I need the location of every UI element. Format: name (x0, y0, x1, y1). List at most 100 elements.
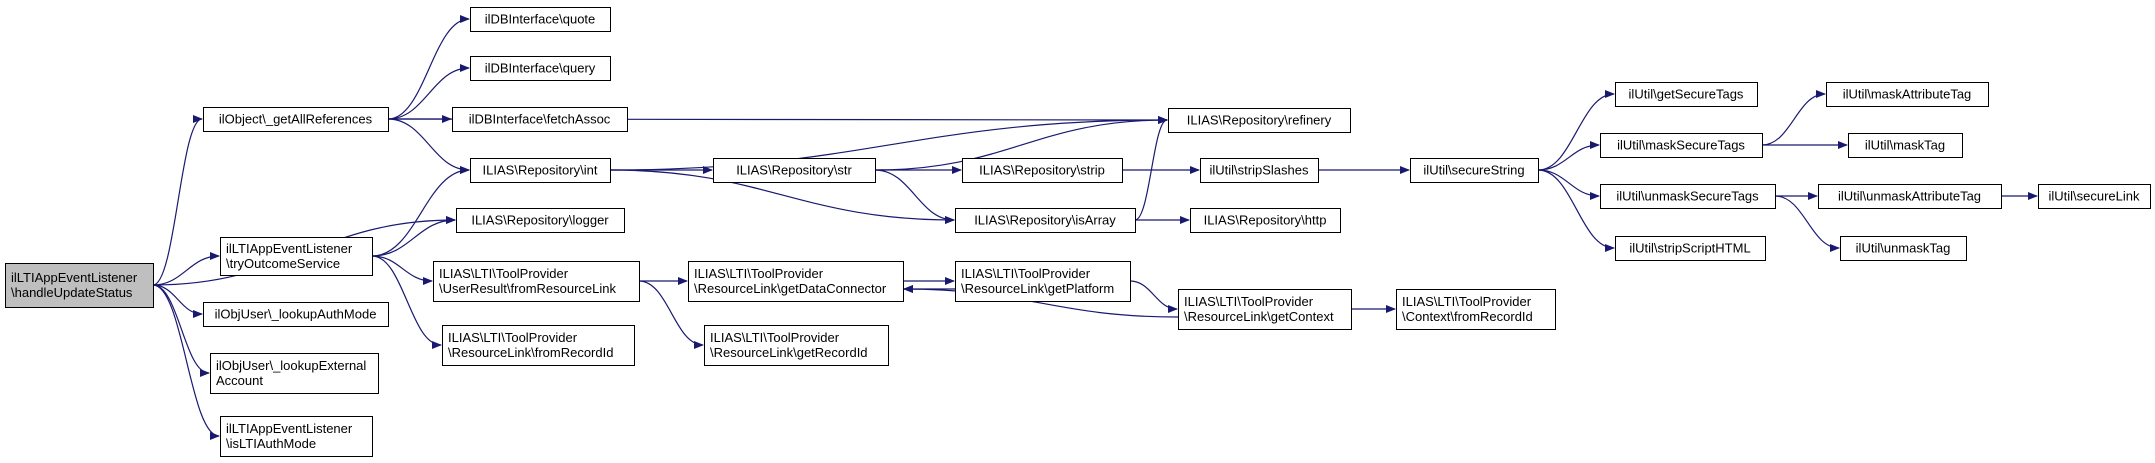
node-box (1818, 184, 2002, 209)
node-box (203, 302, 389, 327)
node-label: \tryOutcomeService (226, 256, 340, 271)
edge (387, 15, 470, 120)
node-label: ilUtil\stripScriptHTML (1629, 241, 1750, 256)
edge (874, 169, 955, 224)
node-label: ILIAS\Repository\str (736, 163, 852, 178)
node-repo-str[interactable]: ILIAS\Repository\str (713, 158, 876, 183)
node-rl-record-id[interactable]: ILIAS\LTI\ToolProvider\ResourceLink\getR… (704, 325, 889, 366)
node-repo-logger[interactable]: ILIAS\Repository\logger (456, 208, 625, 233)
node-lookup-auth-mode[interactable]: ilObjUser\_lookupAuthMode (203, 302, 389, 327)
node-box (442, 325, 635, 366)
edge (371, 255, 433, 285)
node-box (210, 353, 379, 394)
node-repo-refinery[interactable]: ILIAS\Repository\refinery (1168, 108, 1351, 133)
node-label: ilUtil\unmaskTag (1856, 241, 1951, 256)
node-repo-int[interactable]: ILIAS\Repository\int (470, 158, 611, 183)
edge (152, 284, 220, 440)
node-util-get-secure-tags[interactable]: ilUtil\getSecureTags (1615, 82, 1758, 107)
node-label: \Context\fromRecordId (1402, 309, 1533, 324)
node-repo-is-array[interactable]: ILIAS\Repository\isArray (955, 208, 1136, 233)
node-box (962, 158, 1123, 183)
node-rl-context[interactable]: ILIAS\LTI\ToolProvider\ResourceLink\getC… (1178, 289, 1352, 330)
node-box (955, 208, 1136, 233)
edge (1134, 116, 1168, 221)
node-is-ltiauth-mode[interactable]: ilLTIAppEventListener\isLTIAuthMode (220, 416, 373, 457)
node-label: \isLTIAuthMode (226, 436, 316, 451)
node-repo-http[interactable]: ILIAS\Repository\http (1190, 208, 1341, 233)
edge-repo-is-array-to-repo-refinery (1134, 116, 1168, 221)
edge (387, 64, 470, 120)
edge-user-result-to-rl-record-id (638, 280, 704, 349)
node-label: \ResourceLink\getContext (1184, 309, 1334, 324)
edge (874, 116, 1168, 171)
node-label: ILIAS\Repository\logger (471, 213, 609, 228)
edge-repo-str-to-repo-is-array (874, 169, 955, 224)
edge (152, 252, 220, 286)
node-label: ILIAS\Repository\refinery (1187, 113, 1332, 128)
node-get-all-refs[interactable]: ilObject\_getAllReferences (203, 107, 389, 132)
node-box (2038, 184, 2151, 209)
edge (152, 115, 203, 286)
node-util-unmask-tag[interactable]: ilUtil\unmaskTag (1840, 236, 1967, 261)
node-label: Account (216, 373, 263, 388)
node-label: ilLTIAppEventListener (11, 270, 138, 285)
node-box (1168, 108, 1351, 133)
node-rl-data-conn[interactable]: ILIAS\LTI\ToolProvider\ResourceLink\getD… (688, 261, 904, 302)
node-label: ILIAS\LTI\ToolProvider (439, 266, 569, 281)
node-util-mask-secure-tags[interactable]: ilUtil\maskSecureTags (1600, 133, 1763, 158)
node-db-quote[interactable]: ilDBInterface\quote (470, 7, 611, 32)
edge-try-outcome-to-user-result (371, 255, 433, 285)
node-label: \ResourceLink\fromRecordId (448, 345, 613, 360)
node-label: ilObject\_getAllReferences (219, 112, 373, 127)
node-db-fetch[interactable]: ilDBInterface\fetchAssoc (452, 107, 628, 132)
node-util-strip-script[interactable]: ilUtil\stripScriptHTML (1615, 236, 1766, 261)
node-label: ilLTIAppEventListener (226, 241, 353, 256)
node-label: ilUtil\unmaskSecureTags (1616, 189, 1759, 204)
node-util-strip-slashes[interactable]: ilUtil\stripSlashes (1200, 158, 1319, 183)
node-box (5, 263, 154, 308)
node-box (456, 208, 625, 233)
edge-util-secure-string-to-util-unmask-secure-tags (1537, 169, 1600, 200)
node-box (688, 261, 904, 302)
edge-repo-int-to-repo-is-array (609, 169, 955, 224)
node-label: ILIAS\LTI\ToolProvider (448, 330, 578, 345)
node-user-result[interactable]: ILIAS\LTI\ToolProvider\UserResult\fromRe… (433, 261, 640, 302)
edge (1537, 141, 1600, 171)
node-rl-platform[interactable]: ILIAS\LTI\ToolProvider\ResourceLink\getP… (955, 261, 1131, 302)
edge (371, 255, 442, 349)
node-label: ILIAS\Repository\strip (979, 163, 1105, 178)
node-box (1178, 289, 1352, 330)
edge-root-to-get-all-refs (152, 115, 203, 286)
node-label: \ResourceLink\getPlatform (961, 281, 1114, 296)
edge-try-outcome-to-rl-from-record (371, 255, 442, 349)
node-root[interactable]: ilLTIAppEventListener\handleUpdateStatus (5, 263, 154, 308)
node-util-unmask-secure-tags[interactable]: ilUtil\unmaskSecureTags (1600, 184, 1776, 209)
node-box (470, 158, 611, 183)
node-label: ilUtil\getSecureTags (1629, 87, 1744, 102)
node-box (1848, 133, 1963, 158)
node-try-outcome[interactable]: ilLTIAppEventListener\tryOutcomeService (220, 237, 373, 276)
node-db-query[interactable]: ilDBInterface\query (470, 56, 611, 81)
edge-util-unmask-secure-tags-to-util-unmask-tag (1774, 195, 1840, 252)
node-util-secure-link[interactable]: ilUtil\secureLink (2038, 184, 2151, 209)
edge-root-to-lookup-external (152, 284, 210, 377)
node-label: ilDBInterface\quote (485, 12, 596, 27)
node-rl-from-record[interactable]: ILIAS\LTI\ToolProvider\ResourceLink\from… (442, 325, 635, 366)
node-util-secure-string[interactable]: ilUtil\secureString (1410, 158, 1539, 183)
node-box (955, 261, 1131, 302)
node-label: ILIAS\LTI\ToolProvider (961, 266, 1091, 281)
node-util-mask-attr[interactable]: ilUtil\maskAttributeTag (1826, 82, 1989, 107)
node-label: ilDBInterface\query (485, 61, 596, 76)
edge-get-all-refs-to-db-query (387, 64, 470, 120)
node-box (220, 416, 373, 457)
node-ctx-from-record[interactable]: ILIAS\LTI\ToolProvider\Context\fromRecor… (1396, 289, 1556, 330)
node-repo-strip[interactable]: ILIAS\Repository\strip (962, 158, 1123, 183)
node-label: \handleUpdateStatus (11, 285, 133, 300)
node-label: ILIAS\Repository\isArray (974, 213, 1116, 228)
edge (1537, 169, 1615, 252)
edge-root-to-try-outcome (152, 252, 220, 286)
node-util-unmask-attr[interactable]: ilUtil\unmaskAttributeTag (1818, 184, 2002, 209)
node-util-mask-tag[interactable]: ilUtil\maskTag (1848, 133, 1963, 158)
